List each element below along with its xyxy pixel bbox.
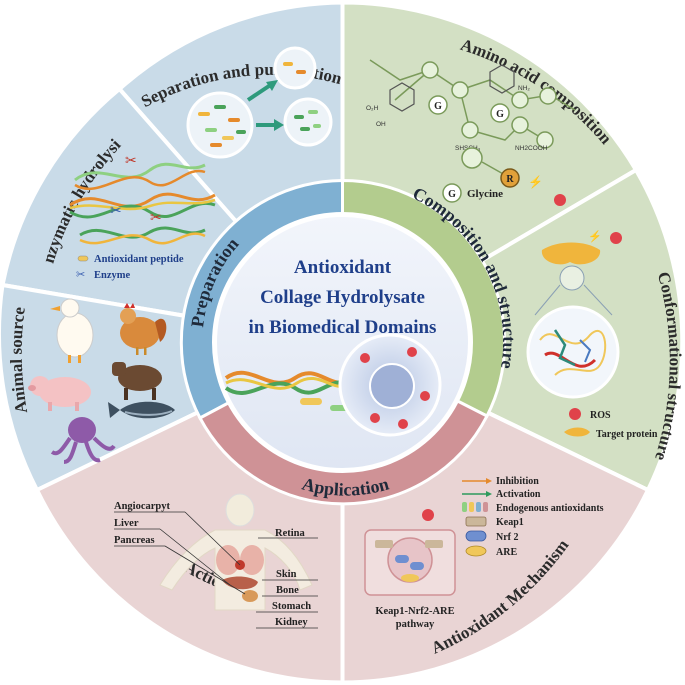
action-site-liver: Liver	[114, 518, 139, 529]
action-site-retina: Retina	[275, 528, 305, 539]
ros-dot	[554, 194, 566, 206]
action-site-angiocarpyt: Angiocarpyt	[114, 501, 171, 512]
mech-legend-keap1: Keap1	[496, 517, 524, 528]
mech-legend-endogenous: Endogenous antioxidants	[496, 503, 604, 514]
group-label: OH	[376, 121, 386, 128]
lightning-icon: ⚡	[528, 175, 543, 189]
action-site-kidney: Kidney	[275, 617, 308, 628]
center-title-line2: Collage Hydrolysate	[260, 287, 425, 308]
action-site-skin: Skin	[276, 569, 297, 580]
ros-legend-dot	[569, 408, 581, 420]
enzymatic-legend-peptide: Antioxidant peptide	[94, 254, 184, 265]
lightning-icon: ⚡	[588, 230, 602, 243]
scissors-icon: ✂	[150, 211, 162, 226]
center-disc	[215, 215, 471, 471]
action-site-bone: Bone	[276, 585, 299, 596]
scissors-icon: ✂	[125, 154, 137, 169]
glycine-node: G	[496, 109, 504, 120]
mech-legend-inhibition: Inhibition	[496, 476, 539, 487]
conf-legend-target: Target protein	[596, 429, 658, 440]
group-label: NH₂	[518, 85, 530, 92]
mech-pathway-line1: Keap1-Nrf2-ARE	[375, 606, 454, 617]
action-site-stomach: Stomach	[272, 601, 311, 612]
r-group-node: R	[506, 174, 514, 185]
mech-legend-activation: Activation	[496, 489, 541, 500]
ros-dot	[610, 232, 622, 244]
scissors-icon: ✂	[110, 204, 122, 219]
group-label: NH2COOH	[515, 145, 548, 152]
center-title-line3: in Biomedical Domains	[249, 317, 437, 338]
group-label: O₂H	[366, 105, 379, 112]
mech-legend-nrf2: Nrf 2	[496, 532, 519, 543]
scissors-legend-icon: ✂	[76, 269, 85, 281]
center-title-line1: Antioxidant	[294, 257, 392, 278]
action-site-pancreas: Pancreas	[114, 535, 155, 546]
enzymatic-legend-enzyme: Enzyme	[94, 270, 131, 281]
mech-pathway-line2: pathway	[396, 619, 435, 630]
mech-legend-are: ARE	[496, 547, 517, 558]
glycine-legend-node: G	[448, 189, 456, 200]
conf-legend-ros: ROS	[590, 410, 611, 421]
glycine-label: Glycine	[467, 188, 503, 200]
glycine-node: G	[434, 101, 442, 112]
